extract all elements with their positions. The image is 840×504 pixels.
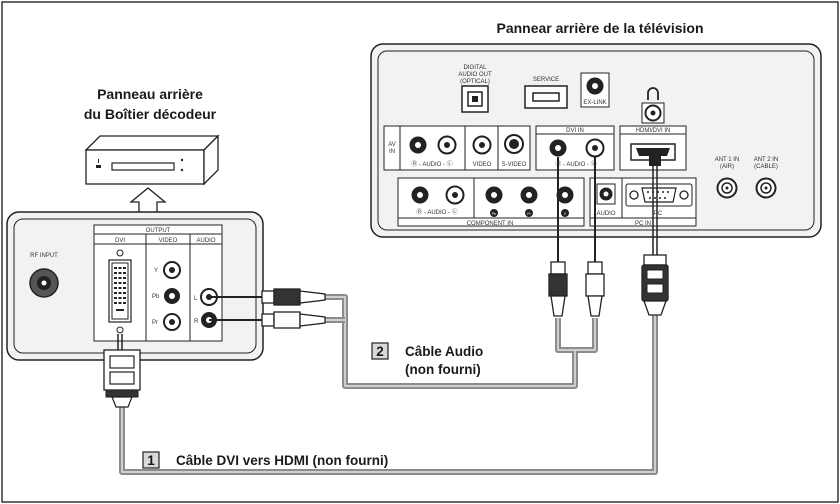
svg-text:PC IN: PC IN [635,221,651,227]
svg-text:Ⓡ - AUDIO - Ⓛ: Ⓡ - AUDIO - Ⓛ [555,160,596,168]
stb-title-line1: Panneau arrière [97,86,203,102]
dvi-cable-title: Câble DVI vers HDMI (non fourni) [176,453,388,468]
stb-component-out: Y Pb Pr [152,261,181,331]
svg-text:DVI IN: DVI IN [566,128,584,134]
svg-text:AUDIO OUT: AUDIO OUT [458,72,492,78]
svg-text:VIDEO: VIDEO [473,162,492,168]
stb-audio-plug-r [209,311,326,329]
ant1-in-jack: ANT 1 IN (AIR) [715,157,740,199]
hdmi-dvi-in-port: HDMI/DVI IN [619,125,687,171]
ex-link-jack: EX-LINK [580,72,610,108]
svg-text:AUDIO: AUDIO [196,238,215,244]
stb-audio-plug-l [209,288,326,306]
svg-text:VIDEO: VIDEO [159,238,178,244]
audio-cable-number-badge [371,342,389,360]
stb-dvi-port [108,249,132,334]
tv-audio-plug-l [548,157,568,317]
svg-text:Pb: Pb [152,294,160,300]
svg-text:Ⓡ - AUDIO - Ⓛ: Ⓡ - AUDIO - Ⓛ [411,160,452,168]
headphone-icon [647,87,659,100]
svg-text:COMPONENT IN: COMPONENT IN [467,221,514,227]
set-top-box-illustration [84,134,220,186]
svg-text:AV: AV [388,142,396,148]
stb-dvi-plug [103,334,141,408]
dvi-in-audio-group: DVI IN Ⓡ - AUDIO - Ⓛ [535,125,615,171]
svg-text:Y: Y [154,268,158,274]
svg-text:DIGITAL: DIGITAL [464,65,488,71]
svg-text:SERVICE: SERVICE [533,77,559,83]
audio-cable-number: 2 [376,344,384,359]
svg-text:Pb: Pb [492,212,496,216]
svg-text:(CABLE): (CABLE) [754,164,778,170]
audio-cable-label: 2 Câble Audio (non fourni) [371,342,483,377]
ant2-in-jack: ANT 2 IN (CABLE) [754,157,779,199]
av-in-group: AV IN Ⓡ - AUDIO - Ⓛ VIDEO S-VIDEO [383,125,531,171]
tv-hdmi-plug [641,156,669,316]
dvi-cable-label: 1 Câble DVI vers HDMI (non fourni) [142,451,388,469]
svg-text:Ⓡ - AUDIO - Ⓛ: Ⓡ - AUDIO - Ⓛ [416,208,457,216]
svg-text:R: R [194,319,199,325]
svg-text:ANT 2 IN: ANT 2 IN [754,157,779,163]
svg-text:Pr: Pr [527,212,531,216]
svg-text:EX-LINK: EX-LINK [583,100,606,106]
svg-text:(OPTICAL): (OPTICAL) [460,79,490,85]
svg-text:HDMI/DVI IN: HDMI/DVI IN [636,128,671,134]
svg-text:PC: PC [654,211,663,217]
tv-audio-plug-r [585,157,605,317]
dvi-hdmi-cable-highlight [121,315,656,473]
pc-in-group: AUDIO PC PC IN [589,177,697,227]
audio-cable-subtitle: (non fourni) [405,362,481,377]
tv-panel-title: Pannear arrière de la télévision [497,20,704,36]
svg-text:L: L [194,296,198,302]
digital-audio-out: DIGITAL AUDIO OUT (OPTICAL) [458,65,492,113]
svg-text:ANT 1 IN: ANT 1 IN [715,157,740,163]
up-arrow-icon [129,187,167,215]
headphone-jack [641,87,665,124]
svg-text:AUDIO: AUDIO [596,211,615,217]
dvi-cable-number-badge [142,451,160,469]
svg-text:IN: IN [389,149,395,155]
stb-rf-input: RF INPUT [29,253,59,298]
service-port: SERVICE [524,77,568,109]
stb-title-line2: du Boîtier décodeur [84,106,217,122]
svg-text:DVI: DVI [115,238,125,244]
component-in-group: Ⓡ - AUDIO - Ⓛ Pb Pr Y COMPONENT IN [397,177,585,227]
audio-cable-title: Câble Audio [405,344,483,359]
svg-text:OUTPUT: OUTPUT [146,228,171,234]
svg-text:(AIR): (AIR) [720,164,734,170]
svg-text:S-VIDEO: S-VIDEO [502,162,527,168]
svg-text:Pr: Pr [152,320,158,326]
dvi-cable-number: 1 [147,453,155,468]
svg-text:RF INPUT: RF INPUT [30,253,58,259]
svg-text:Y: Y [564,211,567,216]
audio-cable-highlight [325,296,596,387]
